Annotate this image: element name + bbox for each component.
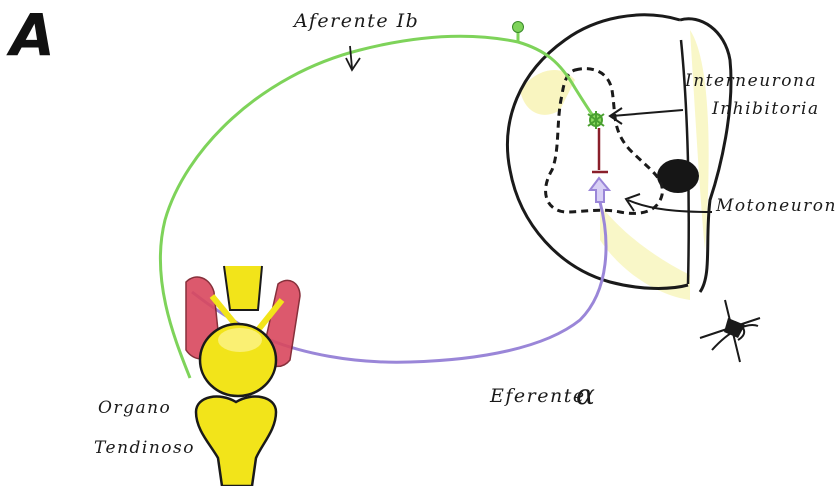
interneuron-label-line1: Interneurona xyxy=(685,73,817,90)
motoneuron-pointer xyxy=(626,194,712,212)
inhibitory-interneuron xyxy=(592,128,608,172)
organ-label-line1: Organo xyxy=(98,400,171,417)
efferent-label: Eferente xyxy=(490,387,586,406)
interneuron-label-line2: Inhibitoria xyxy=(712,101,820,118)
tendon-organ-icon xyxy=(186,266,300,486)
afferent-ib-label: Aferente Ib xyxy=(294,12,419,31)
efferent-alpha-symbol: α xyxy=(576,381,595,409)
motoneuron-label: Motoneurona xyxy=(716,198,835,215)
panel-letter: A xyxy=(10,6,55,64)
spinal-cord-section-icon xyxy=(507,15,731,300)
artist-signature-icon xyxy=(700,300,760,362)
motoneuron xyxy=(590,178,609,202)
organ-label-line2: Tendinoso xyxy=(94,440,195,457)
interneuron-pointer xyxy=(610,108,683,124)
